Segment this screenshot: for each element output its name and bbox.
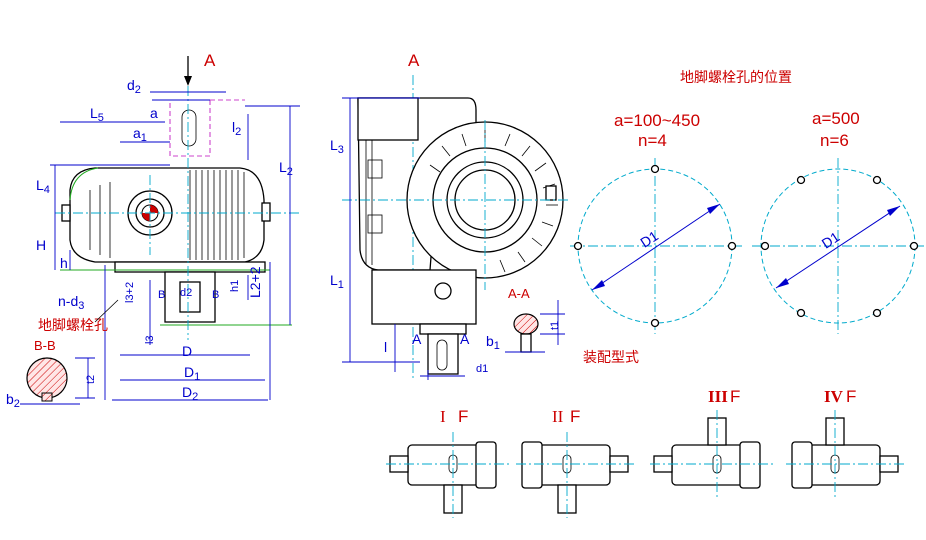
assembly-type-4: IV F xyxy=(786,387,904,500)
front-view: A xyxy=(36,51,300,403)
dim-d2-outer: D2 xyxy=(182,384,198,403)
assembly-type-1-roman: I xyxy=(440,407,446,426)
assembly-type-4-roman: IV xyxy=(824,387,844,406)
dim-d2: d2 xyxy=(127,77,141,96)
caption-foot-bolt-hole: 地脚螺栓孔 xyxy=(38,318,108,334)
dim-t1: t1 xyxy=(549,321,561,330)
dim-a1: a1 xyxy=(133,125,147,144)
bolt-patterns: 地脚螺栓孔的位置 a=100~450 n=4 D1 a=500 n=6 xyxy=(570,70,925,334)
dim-d1: D1 xyxy=(184,364,200,383)
assembly-type-3-roman: III xyxy=(708,387,728,406)
dim-l4: L4 xyxy=(36,177,50,196)
bolt-pattern-6: a=500 n=6 D1 xyxy=(752,109,925,334)
bolt-pattern-6-count: n=6 xyxy=(820,131,849,150)
bolt-pattern-6-range: a=500 xyxy=(812,109,860,128)
caption-bolt-positions: 地脚螺栓孔的位置 xyxy=(680,70,792,86)
dim-d1-side: d1 xyxy=(476,363,488,375)
dim-l2-small: l2 xyxy=(232,119,241,138)
dim-h-small: h xyxy=(60,255,68,271)
assembly-type-1: I F xyxy=(386,407,512,518)
dim-t2: t2 xyxy=(85,375,97,384)
side-radial-fins xyxy=(429,130,558,273)
dim-b-left: B xyxy=(158,289,165,301)
view-mark-a-side: A xyxy=(408,51,420,70)
dim-l3-side: L3 xyxy=(330,137,344,156)
side-view: A xyxy=(330,51,570,380)
dim-l3-plus2: l3+2 xyxy=(124,282,136,303)
dim-n-d3: n-d3 xyxy=(58,293,84,312)
front-fins xyxy=(89,170,245,260)
bolt-pattern-4: a=100~450 n=4 D1 xyxy=(570,111,745,334)
dim-l5: L5 xyxy=(90,105,104,124)
dim-h: H xyxy=(36,237,46,253)
front-housing xyxy=(69,167,265,263)
dim-h1: h1 xyxy=(229,280,241,292)
dim-a: a xyxy=(150,105,158,121)
section-bb-label: B-B xyxy=(34,338,56,353)
section-bb: B-B t2 b2 xyxy=(6,338,97,410)
section-aa-label: A-A xyxy=(508,286,530,301)
bolt-pattern-4-range: a=100~450 xyxy=(614,111,700,130)
assembly-type-1-letter: F xyxy=(458,407,468,426)
assembly-type-2-roman: II xyxy=(552,407,564,426)
assembly-types: I F II F III F xyxy=(386,387,904,518)
sec-mark-a-left: A xyxy=(412,331,422,347)
bolt-pattern-4-count: n=4 xyxy=(638,131,667,150)
dim-d2-inner: d2 xyxy=(180,287,192,299)
dim-d1-circle6: D1 xyxy=(819,228,843,251)
dim-l2-plus2: L2+2 xyxy=(247,266,263,298)
dim-l-side: l xyxy=(384,339,387,355)
assembly-type-2-letter: F xyxy=(570,407,580,426)
dim-l2: L2 xyxy=(279,159,293,178)
view-mark-a: A xyxy=(204,51,216,70)
dim-b-right: B xyxy=(212,289,219,301)
assembly-type-2: II F xyxy=(516,407,634,518)
dim-b1: b1 xyxy=(486,333,500,352)
section-aa: A-A t1 b1 装配型式 xyxy=(486,286,639,366)
assembly-type-3-letter: F xyxy=(730,387,740,406)
assembly-type-4-letter: F xyxy=(846,387,856,406)
dim-b2: b2 xyxy=(6,391,20,410)
dim-d: D xyxy=(182,343,192,359)
caption-assembly-type: 装配型式 xyxy=(583,350,639,366)
dim-l1-side: L1 xyxy=(330,272,344,291)
dim-l3: l3 xyxy=(144,335,156,344)
sec-mark-a-right: A xyxy=(460,331,470,347)
assembly-type-3: III F xyxy=(650,387,776,500)
dim-d1-circle4: D1 xyxy=(637,227,661,250)
